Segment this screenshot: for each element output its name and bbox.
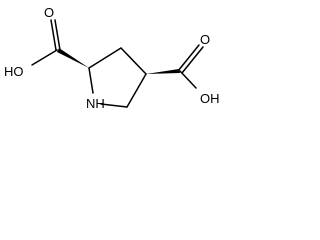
bond-right-c-double-o-b [181,46,204,74]
bond-n1-c2 [88,67,94,94]
left-carbonyl-oxygen-label: O [44,5,54,20]
bond-left-c-oh [31,49,58,66]
bond-c5-n1 [100,103,128,108]
right-carbonyl-oxygen-label: O [200,32,210,47]
bond-left-c-double-o-a [50,19,57,51]
left-hydroxyl-label: HO [4,64,24,79]
bond-c3-c4 [120,47,147,75]
ring-nitrogen-label: NH [86,96,105,111]
bond-c4-c5 [126,73,147,108]
chemical-structure-diagram: O HO NH O OH [4,5,220,111]
structure-canvas: O HO NH O OH [0,0,232,122]
wedge-bond-c2-carboxyl [57,48,89,68]
bond-right-c-oh [179,70,197,89]
bond-left-c-double-o-b [54,19,61,51]
bond-right-c-double-o-a [177,44,200,72]
right-hydroxyl-label: OH [200,91,220,106]
bond-c2-c3 [88,47,122,69]
wedge-bond-c4-carboxyl [146,69,180,74]
